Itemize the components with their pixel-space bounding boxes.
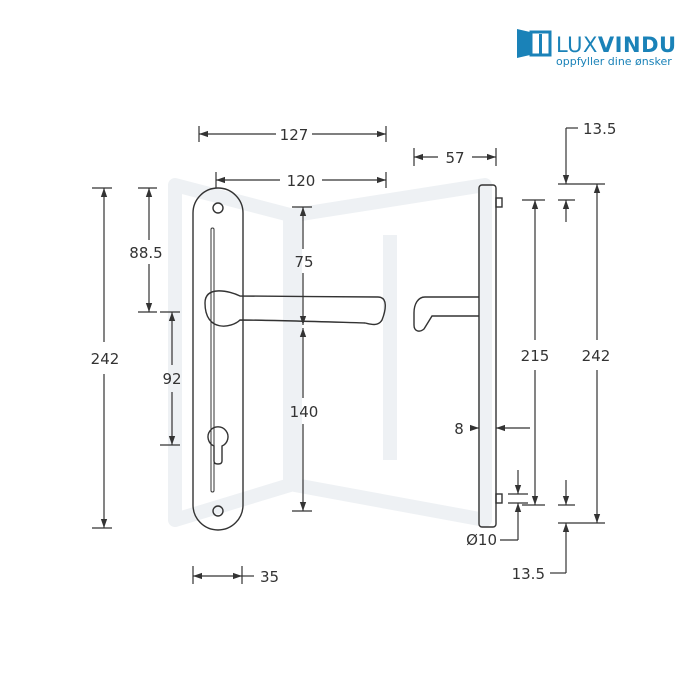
side-view: [413, 184, 503, 528]
bottom-screw-hole: [212, 505, 224, 517]
label-92: 92: [162, 370, 181, 388]
logo-brand-light: LUX: [556, 33, 598, 57]
side-dimension-labels: 57 13.5 215 242 8 Ø10 13.5: [445, 120, 616, 583]
side-top-pin: [495, 197, 503, 208]
front-dimension-labels: 127 120 242 88.5 92 75 140 35: [91, 126, 319, 586]
window-watermark-icon: [168, 178, 492, 527]
side-lever: [413, 296, 479, 332]
top-screw-hole: [212, 202, 224, 214]
side-dimension-lines: [413, 127, 605, 574]
label-8: 8: [454, 420, 464, 438]
logo-brand-bold: VINDU: [598, 33, 677, 57]
front-plate-inner-line: [210, 227, 215, 493]
label-57: 57: [445, 149, 464, 167]
label-diameter-10: Ø10: [466, 531, 497, 549]
label-120: 120: [287, 172, 316, 190]
label-140: 140: [290, 403, 319, 421]
label-13-5-bottom: 13.5: [512, 565, 545, 583]
label-127: 127: [280, 126, 309, 144]
cylinder-hole: [207, 426, 229, 465]
label-242-left: 242: [91, 350, 120, 368]
label-13-5-top: 13.5: [583, 120, 616, 138]
label-242-right: 242: [582, 347, 611, 365]
label-35: 35: [260, 568, 279, 586]
window-logo-icon: [517, 29, 552, 58]
front-lever: [204, 290, 386, 327]
luxvindu-logo: LUXVINDU oppfyller dine ønsker: [517, 29, 677, 68]
front-backplate: [192, 187, 244, 531]
front-dimension-lines: [92, 126, 387, 584]
label-88-5: 88.5: [129, 244, 162, 262]
front-view: [192, 187, 386, 531]
side-bottom-pin: [495, 493, 503, 504]
label-75: 75: [294, 253, 313, 271]
logo-tagline: oppfyller dine ønsker: [556, 55, 672, 68]
label-215: 215: [521, 347, 550, 365]
logo-wordmark: LUXVINDU: [556, 33, 677, 57]
side-backplate: [478, 184, 497, 528]
